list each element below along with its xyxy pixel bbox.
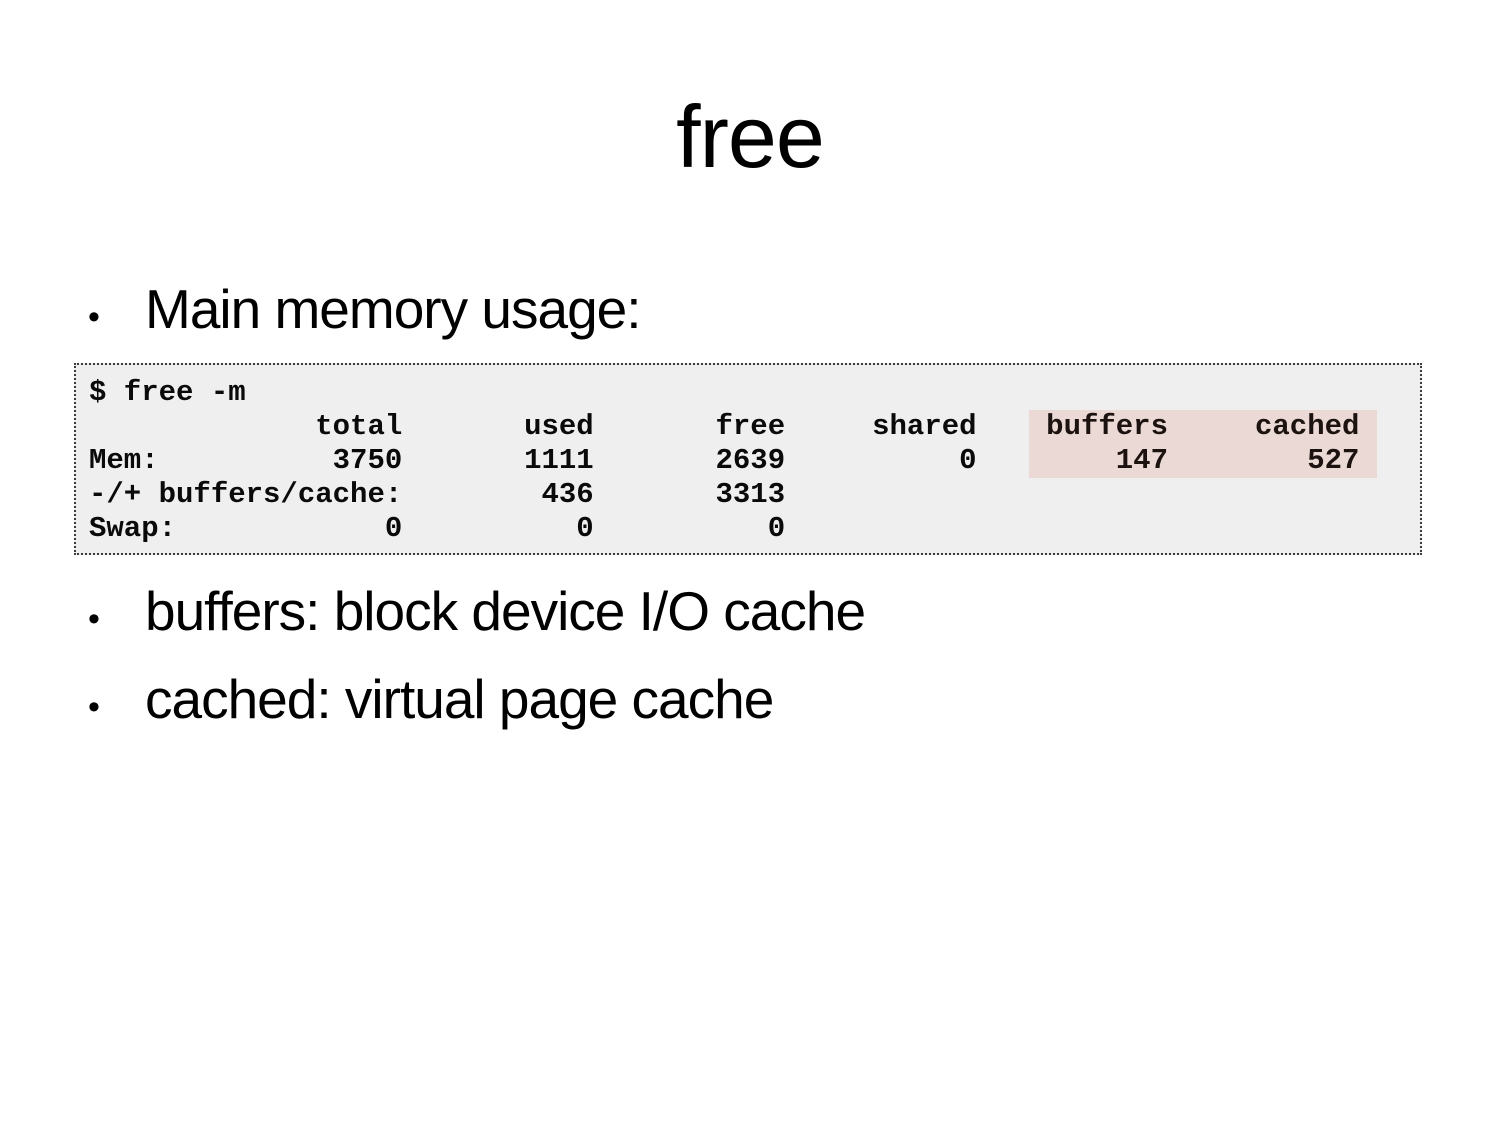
bullet-item-cached: • cached: virtual page cache bbox=[88, 667, 774, 731]
bullet-item-buffers: • buffers: block device I/O cache bbox=[88, 579, 866, 643]
command-text: $ free -m bbox=[89, 376, 246, 409]
console-line-command: $ free -m bbox=[89, 376, 1420, 410]
console-line-mem: Mem: 3750 1111 2639 0 147 527 bbox=[89, 444, 1420, 478]
terminal-output-block: $ free -m total used free shared buffers… bbox=[74, 363, 1422, 555]
page-title: free bbox=[676, 87, 825, 186]
console-line-swap: Swap: 0 0 0 bbox=[89, 512, 1420, 546]
bullet-icon: • bbox=[88, 688, 100, 726]
bullet-icon: • bbox=[88, 600, 100, 638]
bullet-text-cached: cached: virtual page cache bbox=[145, 668, 774, 730]
console-line-header: total used free shared buffers cached bbox=[89, 410, 1420, 444]
bullet-text-buffers: buffers: block device I/O cache bbox=[145, 580, 866, 642]
swap-text: Swap: 0 0 0 bbox=[89, 512, 786, 545]
highlight-values-buffers-cached: 147 527 bbox=[1028, 444, 1377, 478]
bullet-item-main-memory: • Main memory usage: bbox=[88, 277, 642, 341]
mem-plain-text: Mem: 3750 1111 2639 0 bbox=[89, 444, 1029, 477]
header-plain-text: total used free shared bbox=[89, 410, 1029, 443]
buffers-cache-text: -/+ buffers/cache: 436 3313 bbox=[89, 478, 786, 511]
bullet-text-main-memory: Main memory usage: bbox=[145, 278, 642, 340]
bullet-icon: • bbox=[88, 298, 100, 336]
highlight-header-buffers-cached: buffers cached bbox=[1028, 410, 1377, 444]
console-line-buffers-cache: -/+ buffers/cache: 436 3313 bbox=[89, 478, 1420, 512]
